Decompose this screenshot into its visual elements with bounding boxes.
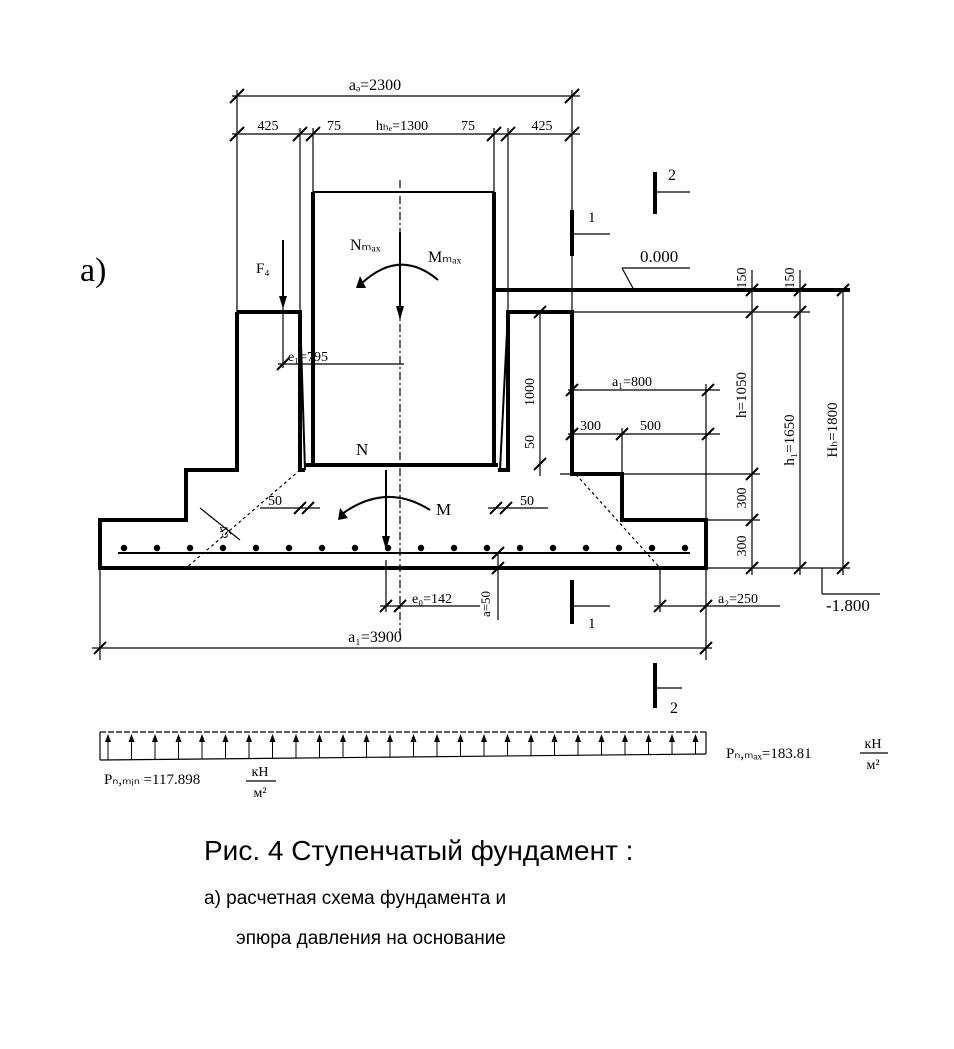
dim-150-a: 150 bbox=[735, 268, 750, 289]
dim-a1-800: a₁=800 bbox=[612, 375, 652, 390]
load-n-label: N bbox=[356, 440, 368, 459]
dim-column-width: hₕₑ=1300 bbox=[376, 119, 428, 134]
section-marks bbox=[570, 172, 690, 708]
pressure-diagram bbox=[99, 731, 707, 761]
dim-50-left: 50 bbox=[268, 494, 282, 509]
pressure-arrow-head bbox=[387, 734, 393, 742]
rebar-dot bbox=[153, 544, 161, 552]
pressure-max-unit-num: кН bbox=[865, 737, 882, 752]
dim-a-50: a=50 bbox=[478, 591, 493, 617]
rebar-dots bbox=[120, 544, 689, 552]
dim-300: 300 bbox=[580, 419, 601, 434]
dim-gap-right: 75 bbox=[461, 119, 475, 134]
dim-a-total: a₁=3900 bbox=[348, 629, 402, 646]
pressure-arrow-head bbox=[598, 734, 605, 742]
section-2-top: 2 bbox=[668, 167, 676, 184]
dim-300-right-a: 300 bbox=[735, 488, 750, 509]
pressure-arrow-head bbox=[222, 734, 229, 742]
rebar-dot bbox=[186, 544, 194, 552]
pressure-min-unit-den: м² bbox=[253, 786, 266, 801]
dim-1000: 1000 bbox=[523, 378, 538, 406]
pressure-arrow-head bbox=[246, 734, 252, 742]
dim-50-inner: 50 bbox=[523, 435, 538, 449]
pressure-arrow-head bbox=[105, 734, 111, 742]
dim-a2: a₂=250 bbox=[718, 592, 758, 607]
section-1-top: 1 bbox=[588, 210, 596, 226]
rebar-dot bbox=[417, 544, 425, 552]
pressure-arrow-head bbox=[434, 734, 440, 742]
load-nmax-label: Nₘₐₓ bbox=[350, 237, 381, 254]
foundation-outline bbox=[98, 191, 850, 570]
dim-50-right: 50 bbox=[520, 494, 534, 509]
rebar-dot bbox=[582, 544, 590, 552]
rebar-dot bbox=[252, 544, 260, 552]
pressure-arrow-head bbox=[575, 734, 581, 742]
dim-e0: e₀=142 bbox=[412, 592, 452, 607]
dim-150-b: 150 bbox=[783, 268, 798, 289]
pressure-arrow-head bbox=[293, 734, 299, 742]
pressure-arrow-head bbox=[692, 734, 699, 742]
bottom-mark-label: -1.800 bbox=[826, 596, 870, 615]
pressure-arrow-head bbox=[363, 734, 370, 742]
pressure-arrow-head bbox=[504, 734, 511, 742]
rebar-dot bbox=[516, 544, 524, 552]
pressure-min-label: Pₙ,ₘᵢₙ =117.898 bbox=[104, 772, 200, 788]
rebar-dot bbox=[285, 544, 293, 552]
dim-500: 500 bbox=[640, 419, 661, 434]
load-m-label: M bbox=[436, 500, 451, 519]
caption-line1: а) расчетная схема фундамента и bbox=[204, 888, 506, 909]
pressure-arrow-head bbox=[128, 734, 135, 742]
rebar-dot bbox=[120, 544, 128, 552]
dim-300-right-b: 300 bbox=[735, 536, 750, 557]
rebar-dot bbox=[351, 544, 359, 552]
pressure-min-unit-num: кН bbox=[252, 765, 269, 780]
punching-lines bbox=[185, 469, 661, 569]
dim-gap-left: 75 bbox=[327, 119, 341, 134]
pressure-arrow-head bbox=[410, 734, 417, 742]
rebar-dot bbox=[318, 544, 326, 552]
pressure-arrow-head bbox=[175, 734, 182, 742]
pressure-arrow-head bbox=[645, 734, 652, 742]
rebar-dot bbox=[483, 544, 491, 552]
pressure-arrow-head bbox=[316, 734, 323, 742]
load-arrows bbox=[279, 232, 439, 550]
pressure-arrow-head bbox=[481, 734, 487, 742]
rebar-dot bbox=[450, 544, 458, 552]
pressure-arrow-head bbox=[340, 734, 346, 742]
caption-title: Рис. 4 Ступенчатый фундамент : bbox=[204, 835, 633, 866]
caption-line2: эпюра давления на основание bbox=[236, 928, 506, 949]
rebar-dot bbox=[681, 544, 689, 552]
dimension-lines bbox=[92, 88, 880, 660]
section-1-bottom: 1 bbox=[588, 616, 596, 632]
ground-mark-label: 0.000 bbox=[640, 247, 678, 266]
rebar-dot bbox=[648, 544, 656, 552]
rebar-dot bbox=[615, 544, 623, 552]
dim-h1-1650: h₁=1650 bbox=[782, 414, 798, 465]
pressure-arrow-head bbox=[457, 734, 464, 742]
load-mmax-label: Mₘₐₓ bbox=[428, 249, 462, 266]
angle-45-label: 45 bbox=[215, 522, 234, 541]
dim-hf-1800: Hₕ=1800 bbox=[825, 402, 841, 457]
dim-right-step: 425 bbox=[532, 119, 553, 134]
pressure-arrow-head bbox=[152, 734, 158, 742]
dim-h-1050: h=1050 bbox=[734, 372, 750, 418]
pressure-arrow-head bbox=[622, 734, 628, 742]
rebar-dot bbox=[549, 544, 557, 552]
dim-e1: e₁=795 bbox=[288, 350, 328, 365]
pressure-max-label: Pₙ,ₘₐₓ=183.81 bbox=[726, 746, 812, 762]
section-2-bottom: 2 bbox=[670, 700, 678, 717]
pressure-max-unit-den: м² bbox=[866, 758, 879, 773]
figure-label: а) bbox=[80, 252, 106, 289]
dim-left-step: 425 bbox=[258, 119, 279, 134]
load-f4-label: F₄ bbox=[256, 261, 270, 277]
pressure-arrow-head bbox=[551, 734, 558, 742]
pressure-arrow-head bbox=[269, 734, 276, 742]
rebar-dot bbox=[219, 544, 227, 552]
dim-top-total: aₔ=2300 bbox=[349, 77, 401, 94]
pressure-arrow-head bbox=[528, 734, 534, 742]
pressure-arrow-head bbox=[669, 734, 675, 742]
pressure-arrow-head bbox=[199, 734, 205, 742]
